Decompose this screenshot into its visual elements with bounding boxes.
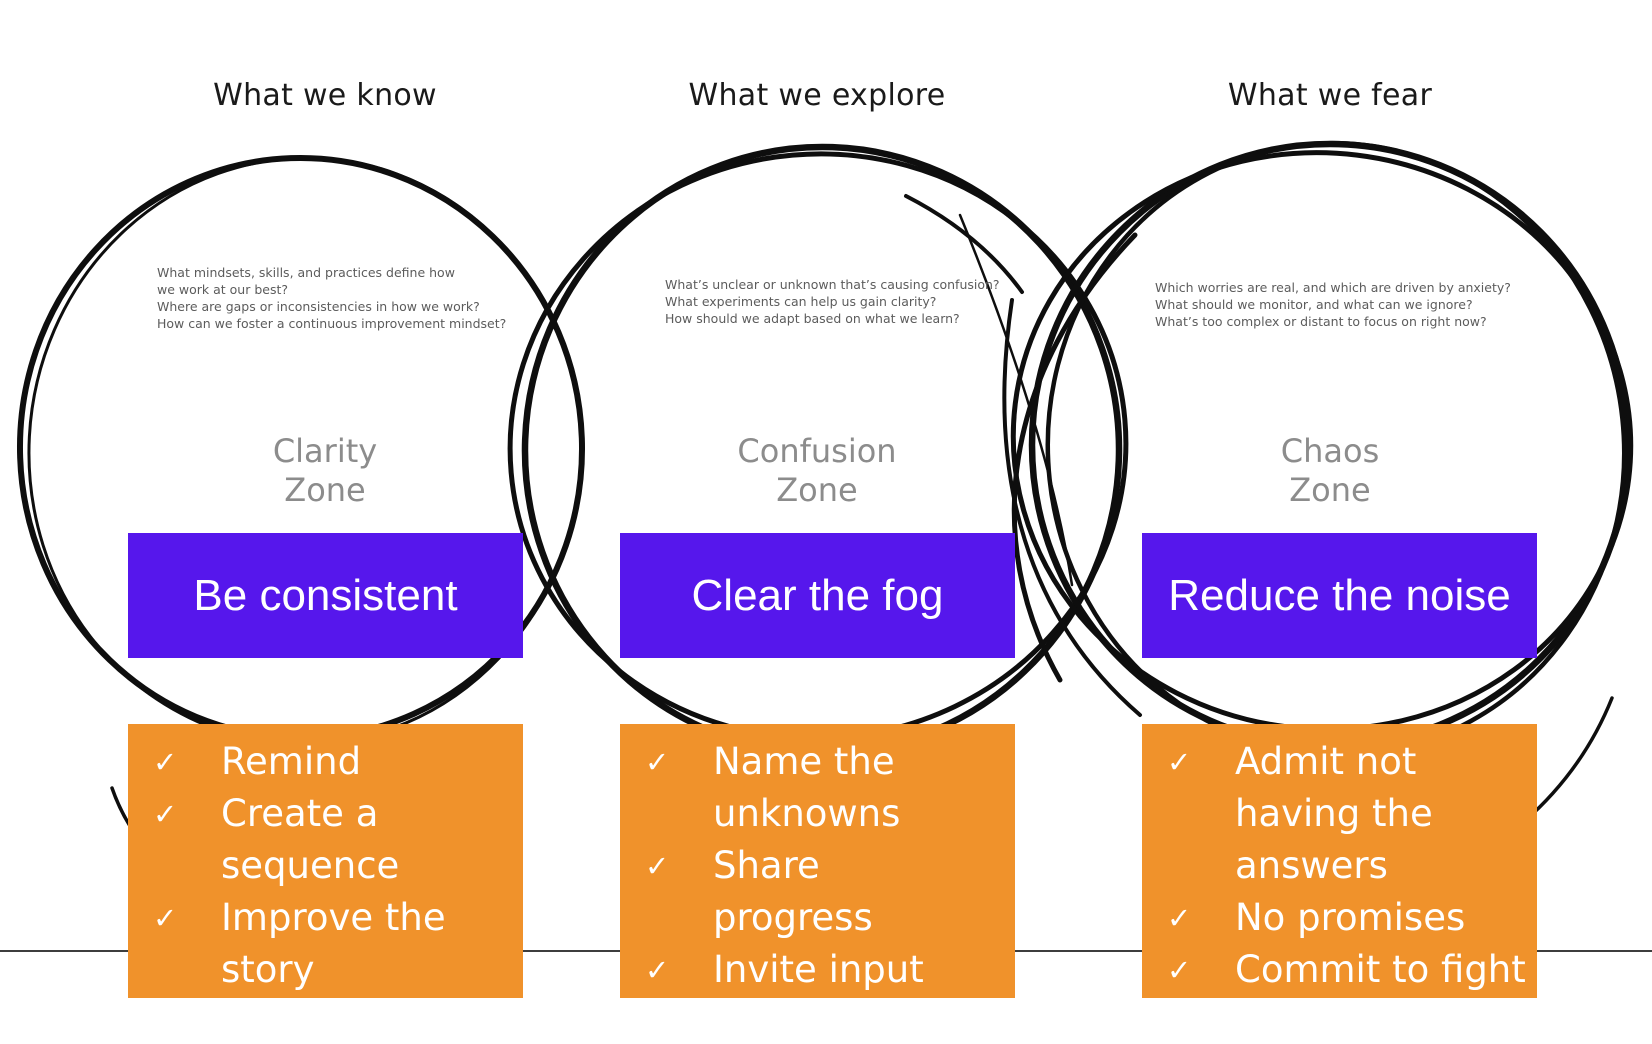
check-icon: ✓ [1167, 745, 1192, 779]
check-icon: ✓ [153, 901, 178, 935]
question-line: What experiments can help us gain clarit… [665, 294, 937, 309]
checklist-item-continuation: unknowns [645, 788, 1009, 840]
checklist-item-label: unknowns [713, 792, 901, 835]
checklist-item-label: having the [1235, 792, 1433, 835]
check-icon: ✓ [1167, 901, 1192, 935]
checklist-item-continuation: answers [1167, 840, 1531, 892]
zone-line: Zone [1289, 471, 1371, 509]
checklist-item-label: Invite input [713, 948, 924, 991]
checklist-item-label: progress [713, 896, 873, 939]
checklist-item-label: answers [1235, 844, 1388, 887]
checklist-item-label: Commit to fight [1235, 948, 1526, 991]
check-icon: ✓ [153, 797, 178, 831]
header-what-we-know: What we know [213, 78, 437, 113]
check-spacer [153, 944, 221, 996]
checklist-item: ✓ Commit to fight [1167, 944, 1531, 996]
question-line: we work at our best? [157, 282, 288, 297]
checklist-explore: ✓ Name the unknowns ✓ Share progress ✓ I… [620, 724, 1015, 998]
banner-label: Reduce the noise [1168, 570, 1511, 620]
check-spacer [645, 892, 713, 944]
checklist-item-label: Create a [221, 792, 379, 835]
zone-label-chaos: Chaos Zone [1281, 432, 1379, 510]
zone-line: Chaos [1280, 432, 1380, 470]
banner-reduce-the-noise: Reduce the noise [1142, 533, 1537, 658]
check-spacer [153, 840, 221, 892]
check-spacer [1167, 788, 1235, 840]
questions-fear: Which worries are real, and which are dr… [1155, 279, 1511, 330]
question-line: What mindsets, skills, and practices def… [157, 265, 455, 280]
checklist-item-continuation: progress [645, 892, 1009, 944]
question-line: Which worries are real, and which are dr… [1155, 280, 1511, 295]
check-spacer [1167, 840, 1235, 892]
checklist-item-label: Admit not [1235, 740, 1417, 783]
check-spacer [645, 788, 713, 840]
checklist-item-label: story [221, 948, 315, 991]
check-icon: ✓ [1167, 953, 1192, 987]
check-icon: ✓ [645, 849, 670, 883]
checklist-item: ✓ Admit not [1167, 736, 1531, 788]
checklist-fear: ✓ Admit not having the answers ✓ No prom… [1142, 724, 1537, 998]
questions-know: What mindsets, skills, and practices def… [157, 264, 506, 332]
checklist-item: ✓ Create a [153, 788, 517, 840]
zone-label-confusion: Confusion Zone [737, 432, 896, 510]
checklist-know: ✓ Remind ✓ Create a sequence ✓ Improve t… [128, 724, 523, 998]
checklist-item: ✓ No promises [1167, 892, 1531, 944]
zone-line: Clarity [272, 432, 378, 470]
check-icon: ✓ [645, 953, 670, 987]
question-line: How should we adapt based on what we lea… [665, 311, 960, 326]
zone-line: Zone [284, 471, 366, 509]
header-what-we-fear: What we fear [1227, 78, 1433, 113]
check-icon: ✓ [153, 745, 178, 779]
checklist-item-label: No promises [1235, 896, 1466, 939]
questions-explore: What’s unclear or unknown that’s causing… [665, 276, 1000, 327]
checklist-item-continuation: sequence [153, 840, 517, 892]
question-line: Where are gaps or inconsistencies in how… [157, 299, 480, 314]
checklist-item: ✓ Share [645, 840, 1009, 892]
zone-line: Zone [776, 471, 858, 509]
zone-line: Confusion [737, 432, 897, 470]
checklist-item: ✓ Invite input [645, 944, 1009, 996]
checklist-item-continuation: story [153, 944, 517, 996]
checklist-item-label: Improve the [221, 896, 446, 939]
checklist-item: ✓ Name the [645, 736, 1009, 788]
banner-label: Be consistent [193, 570, 458, 620]
question-line: What should we monitor, and what can we … [1155, 297, 1473, 312]
checklist-item: ✓ Remind [153, 736, 517, 788]
checklist-item-label: Remind [221, 740, 362, 783]
checklist-item-continuation: having the [1167, 788, 1531, 840]
banner-be-consistent: Be consistent [128, 533, 523, 658]
header-what-we-explore: What we explore [688, 78, 946, 113]
checklist-item: ✓ Improve the [153, 892, 517, 944]
checklist-item-label: Share [713, 844, 820, 887]
question-line: How can we foster a continuous improveme… [157, 316, 507, 331]
zone-label-clarity: Clarity Zone [273, 432, 377, 510]
check-icon: ✓ [645, 745, 670, 779]
question-line: What’s unclear or unknown that’s causing… [665, 277, 1000, 292]
checklist-item-label: sequence [221, 844, 400, 887]
banner-clear-the-fog: Clear the fog [620, 533, 1015, 658]
checklist-item-label: Name the [713, 740, 895, 783]
question-line: What’s too complex or distant to focus o… [1155, 314, 1487, 329]
banner-label: Clear the fog [691, 570, 944, 620]
